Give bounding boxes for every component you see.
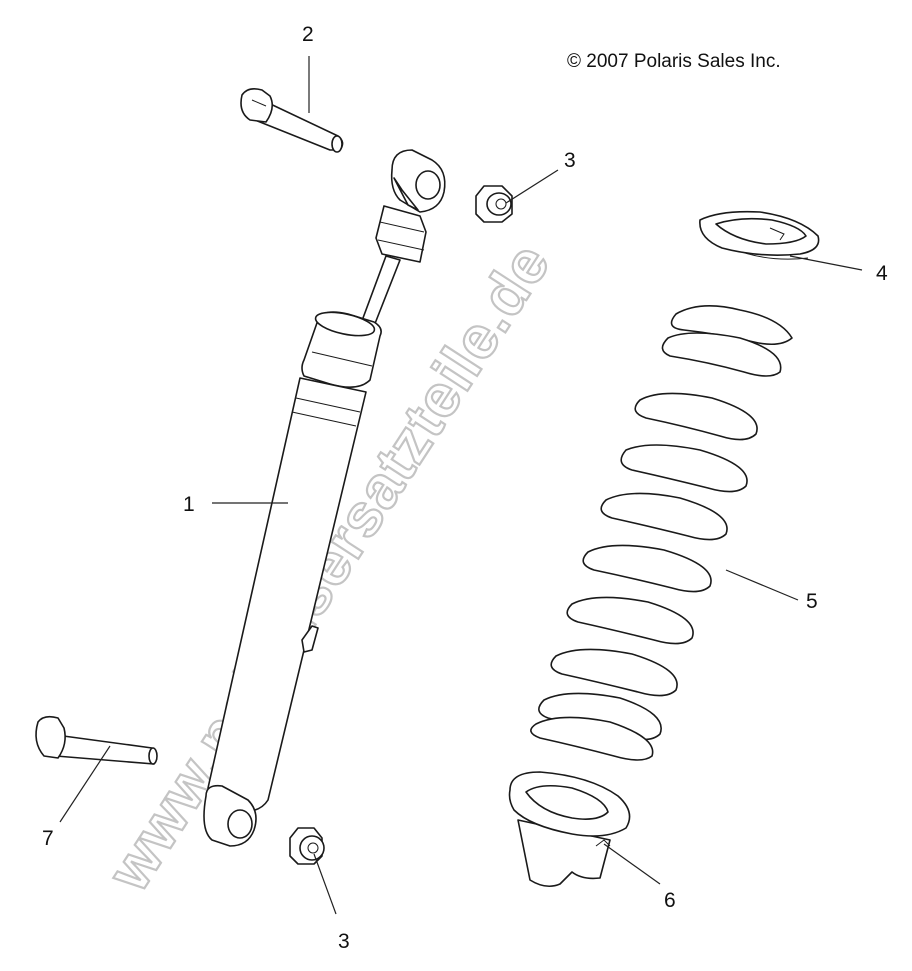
upper-spring-retainer <box>699 210 820 260</box>
upper-nut <box>475 185 513 223</box>
lower-spring-retainer <box>508 771 631 888</box>
leader-7 <box>59 745 111 823</box>
leader-lines <box>59 56 863 915</box>
coil-spring <box>530 305 793 761</box>
callout-2: 2 <box>302 23 314 46</box>
upper-bolt <box>240 88 344 153</box>
leader-4 <box>789 255 863 271</box>
leader-5 <box>725 569 799 601</box>
callout-4: 4 <box>876 262 888 285</box>
callout-1: 1 <box>183 493 195 516</box>
callout-3-upper: 3 <box>564 149 576 172</box>
copyright-text: © 2007 Polaris Sales Inc. <box>567 51 781 72</box>
callouts: 1 2 3 4 5 6 7 3 <box>42 23 888 953</box>
lower-bolt <box>35 715 158 765</box>
callout-5: 5 <box>806 590 818 613</box>
leader-6 <box>603 843 661 885</box>
lower-nut <box>289 827 325 865</box>
callout-6: 6 <box>664 889 676 912</box>
callout-7: 7 <box>42 827 54 850</box>
shock-absorber <box>203 149 446 847</box>
callout-3-lower: 3 <box>338 930 350 953</box>
leader-3-lower <box>313 853 337 915</box>
leader-3-upper <box>505 169 559 204</box>
